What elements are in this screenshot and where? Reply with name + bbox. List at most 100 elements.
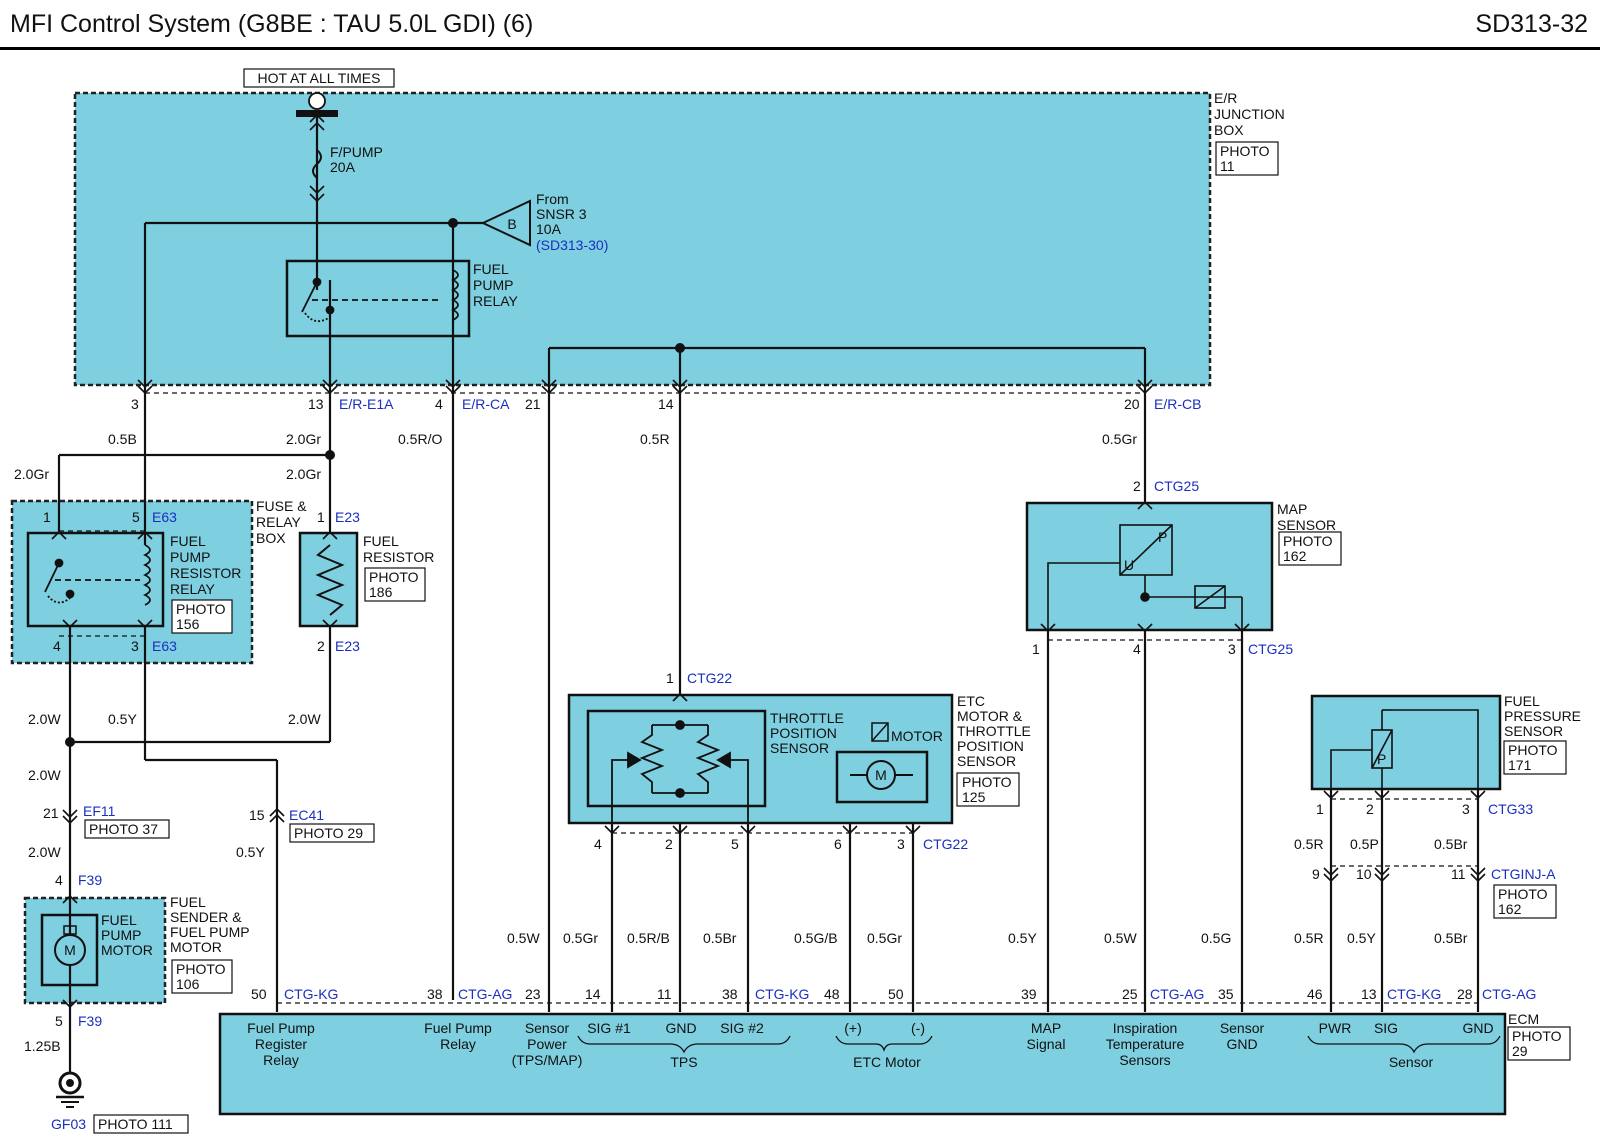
ecm-name: ECM (1508, 1011, 1539, 1027)
ecm-pin-23: 23 (525, 986, 541, 1002)
wire-20gr-b: 2.0Gr (14, 466, 49, 482)
ecm-sg-2: GND (1226, 1036, 1257, 1052)
map-u: U (1124, 557, 1134, 573)
map-conn-a: CTG25 (1154, 478, 1199, 494)
wire-05b: 0.5B (108, 431, 137, 447)
hot-label-box (243, 68, 395, 88)
fprr-conn-a: E63 (152, 509, 177, 525)
ground-symbol (56, 1071, 84, 1108)
ec41-conn: EC41 (289, 807, 324, 823)
wire-05ro: 0.5R/O (398, 431, 442, 447)
wire-20w-c: 2.0W (28, 767, 61, 783)
map-pin-2: 2 (1133, 478, 1141, 494)
ecm-fpr-relay-1: Fuel Pump (247, 1020, 315, 1036)
bus-05y: 0.5Y (1008, 930, 1037, 946)
page-title: MFI Control System (G8BE : TAU 5.0L GDI)… (10, 10, 534, 38)
map-photo-2: 162 (1283, 548, 1307, 564)
junction-box (73, 91, 1212, 387)
ecm-pin-38b: 38 (722, 986, 738, 1002)
ecm-gnd-tps: GND (665, 1020, 696, 1036)
ecm-etc-group: ETC Motor (853, 1054, 921, 1070)
wire-20gr-a: 2.0Gr (286, 431, 321, 447)
fps-pin-1: 1 (1316, 801, 1324, 817)
fres-label-1: FUEL (363, 533, 399, 549)
wire-20gr-c: 2.0Gr (286, 466, 321, 482)
fps-pin-3: 3 (1462, 801, 1470, 817)
ef11-photo: PHOTO 37 (89, 821, 158, 837)
map-sensor-box (1025, 501, 1274, 632)
pin-4: 4 (435, 396, 443, 412)
etc-photo-1: PHOTO (962, 774, 1012, 790)
wire-05y-b: 0.5Y (236, 844, 265, 860)
ecm-group-braces (577, 1035, 1501, 1054)
ecm-sp-3: (TPS/MAP) (512, 1052, 583, 1068)
fprr-photo-1: PHOTO (176, 601, 226, 617)
ef11-conn: EF11 (83, 803, 116, 819)
map-sensor-internals (1047, 524, 1243, 630)
etc-motor-m: M (875, 767, 887, 783)
page-header: MFI Control System (G8BE : TAU 5.0L GDI)… (0, 0, 1600, 50)
fps-label-3: SENSOR (1504, 723, 1563, 739)
connector-chevrons (51, 113, 1486, 1009)
fps-internals (1330, 709, 1479, 789)
map-pin-1: 1 (1032, 641, 1040, 657)
etc-label-5: SENSOR (957, 753, 1016, 769)
tps-label-2: POSITION (770, 725, 837, 741)
ecm-fpr-relay-2: Register (255, 1036, 307, 1052)
conn-eca: E/R-CA (462, 396, 510, 412)
from-line-2: SNSR 3 (536, 206, 587, 222)
map-label-1: MAP (1277, 501, 1307, 517)
fpr-label-3: RELAY (473, 293, 519, 309)
tps-label-1: THROTTLE (770, 710, 844, 726)
jb-label-3: BOX (1214, 122, 1244, 138)
etc-pin-3: 3 (897, 836, 905, 852)
inj-photo-1: PHOTO (1498, 886, 1548, 902)
fprr-label-2: PUMP (170, 549, 210, 565)
etc-pin-2: 2 (665, 836, 673, 852)
f39-pin-a: 4 (55, 872, 63, 888)
fpr-label-1: FUEL (473, 261, 509, 277)
fsm-photo-1: PHOTO (176, 961, 226, 977)
f39-conn-a: F39 (78, 872, 102, 888)
etc-label-4: POSITION (957, 738, 1024, 754)
ecm-pin-25: 25 (1122, 986, 1138, 1002)
ecm-conn-ag-c: CTG-AG (1482, 986, 1536, 1002)
from-line-3: 10A (536, 221, 562, 237)
fuel-pump-relay-box (285, 259, 471, 338)
fsm-label-1: FUEL (170, 894, 206, 910)
ec41-photo: PHOTO 29 (294, 825, 363, 841)
jb-label-2: JUNCTION (1214, 106, 1285, 122)
ecm-fp-relay-2: Relay (440, 1036, 476, 1052)
fprr-pin-1: 1 (43, 509, 51, 525)
fps-label-2: PRESSURE (1504, 708, 1581, 724)
wire-20w-d: 2.0W (28, 844, 61, 860)
fpm-label-3: MOTOR (101, 942, 153, 958)
from-ref-link[interactable]: (SD313-30) (536, 237, 608, 253)
etc-label-3: THROTTLE (957, 723, 1031, 739)
ecm-pin-39: 39 (1021, 986, 1037, 1002)
inj-pin-9: 9 (1312, 866, 1320, 882)
ecm-map-sig-1: MAP (1031, 1020, 1061, 1036)
ecm-fp-relay-1: Fuel Pump (424, 1020, 492, 1036)
fuse-amp: 20A (330, 159, 356, 175)
ecm-sig2: SIG #2 (720, 1020, 764, 1036)
ecm-pin-28: 28 (1457, 986, 1473, 1002)
inj-photo-2: 162 (1498, 901, 1522, 917)
fprr-label-3: RESISTOR (170, 565, 241, 581)
wire-05r: 0.5R (640, 431, 670, 447)
fuel-pressure-sensor-box (1310, 694, 1502, 791)
ecm-pin-50b: 50 (888, 986, 904, 1002)
ecm-pin-13: 13 (1361, 986, 1377, 1002)
fps-photo-1: PHOTO (1508, 742, 1558, 758)
wire-05y-a: 0.5Y (108, 711, 137, 727)
fres-conn-a: E23 (335, 509, 360, 525)
ecm-conn-ag-b: CTG-AG (1150, 986, 1204, 1002)
pin-14: 14 (658, 396, 674, 412)
bus-05rb: 0.5R/B (627, 930, 670, 946)
from-line-1: From (536, 191, 569, 207)
fpr-label-2: PUMP (473, 277, 513, 293)
ecm-sp-2: Power (527, 1036, 567, 1052)
fps-p: P (1377, 751, 1386, 767)
ecm-sensor-group: Sensor (1389, 1054, 1434, 1070)
fprr-label-1: FUEL (170, 533, 206, 549)
